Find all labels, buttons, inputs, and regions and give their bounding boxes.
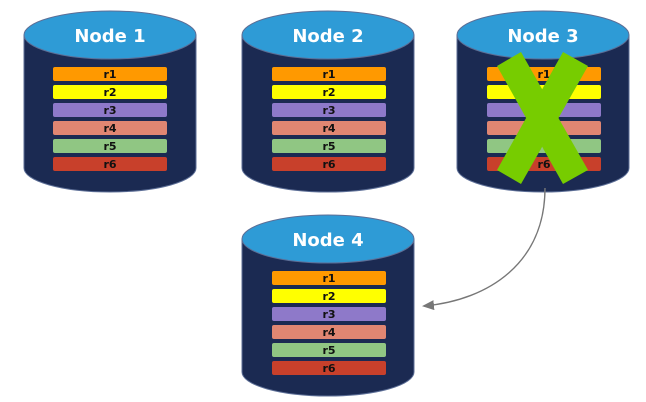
failure-cross-icon — [497, 52, 588, 184]
replica-label: r6 — [322, 362, 335, 375]
replica-r6: r6 — [53, 157, 167, 171]
replica-r5: r5 — [272, 343, 386, 357]
replica-label: r4 — [103, 122, 116, 135]
replica-label: r1 — [537, 68, 550, 81]
replica-r4: r4 — [272, 325, 386, 339]
replica-label: r6 — [103, 158, 116, 171]
replica-r4: r4 — [53, 121, 167, 135]
node-node1: Node 1 r1 r2 r3 r4 r5 r6 — [23, 10, 197, 193]
replica-r5: r5 — [53, 139, 167, 153]
node-title: Node 3 — [507, 26, 578, 47]
replica-r3: r3 — [53, 103, 167, 117]
replica-label: r5 — [322, 344, 335, 357]
replica-r1: r1 — [272, 67, 386, 81]
replica-label: r6 — [322, 158, 335, 171]
replica-r5: r5 — [272, 139, 386, 153]
replica-label: r2 — [322, 86, 335, 99]
replica-r4: r4 — [272, 121, 386, 135]
replica-r2: r2 — [53, 85, 167, 99]
replica-label: r5 — [103, 140, 116, 153]
replication-arrow — [422, 187, 546, 311]
replica-label: r1 — [322, 272, 335, 285]
node-node2: Node 2 r1 r2 r3 r4 r5 r6 — [241, 10, 415, 193]
replica-r1: r1 — [53, 67, 167, 81]
cylinder-top — [456, 10, 630, 60]
node-node3: Node 3 r1 r2 r3 r4 r5 r6 — [456, 10, 630, 193]
replica-label: r1 — [322, 68, 335, 81]
replica-label: r2 — [103, 86, 116, 99]
replica-label: r3 — [322, 104, 335, 117]
replica-label: r1 — [103, 68, 116, 81]
cylinder-top — [241, 214, 415, 264]
replica-r3: r3 — [272, 307, 386, 321]
replica-label: r4 — [322, 122, 335, 135]
replica-r1: r1 — [272, 271, 386, 285]
replica-r3: r3 — [272, 103, 386, 117]
replica-r6: r6 — [272, 157, 386, 171]
replica-r6: r6 — [272, 361, 386, 375]
replica-label: r2 — [322, 290, 335, 303]
replica-label: r4 — [322, 326, 335, 339]
node-title: Node 4 — [292, 230, 363, 251]
cylinder-top — [241, 10, 415, 60]
node-title: Node 2 — [292, 26, 363, 47]
replica-r2: r2 — [272, 85, 386, 99]
node-title: Node 1 — [74, 26, 145, 47]
node-node4: Node 4 r1 r2 r3 r4 r5 r6 — [241, 214, 415, 397]
replica-r2: r2 — [272, 289, 386, 303]
replica-stack: r1 r2 r3 r4 r5 r6 — [272, 271, 386, 375]
replica-label: r6 — [537, 158, 550, 171]
replica-stack: r1 r2 r3 r4 r5 r6 — [53, 67, 167, 171]
cylinder-top — [23, 10, 197, 60]
replica-stack: r1 r2 r3 r4 r5 r6 — [272, 67, 386, 171]
replica-label: r5 — [322, 140, 335, 153]
replica-label: r3 — [322, 308, 335, 321]
replica-label: r3 — [103, 104, 116, 117]
